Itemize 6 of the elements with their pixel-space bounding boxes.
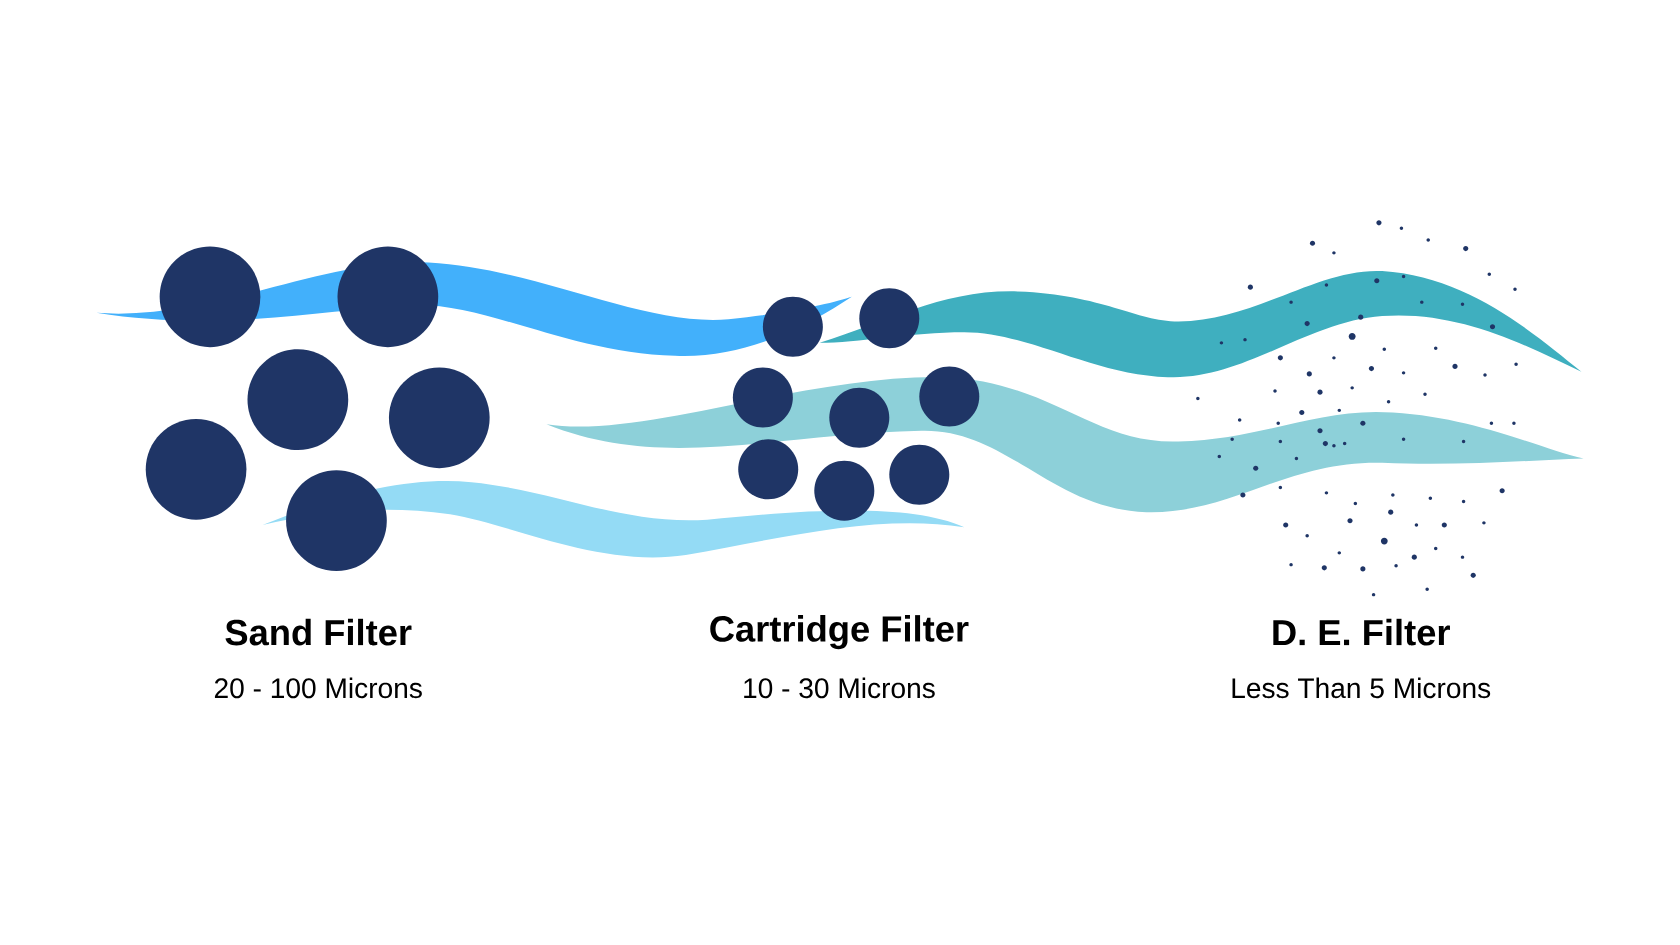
filter-name: Cartridge Filter (710, 615, 969, 650)
micron-rating: Less Than 5 Microns (1232, 677, 1491, 699)
filter-name: D. E. Filter (1273, 618, 1450, 646)
micron-rating: 20 - 100 Microns (214, 677, 422, 699)
micron-rating: 10 - 30 Microns (744, 677, 935, 699)
filter-name: Sand Filter (225, 618, 412, 646)
